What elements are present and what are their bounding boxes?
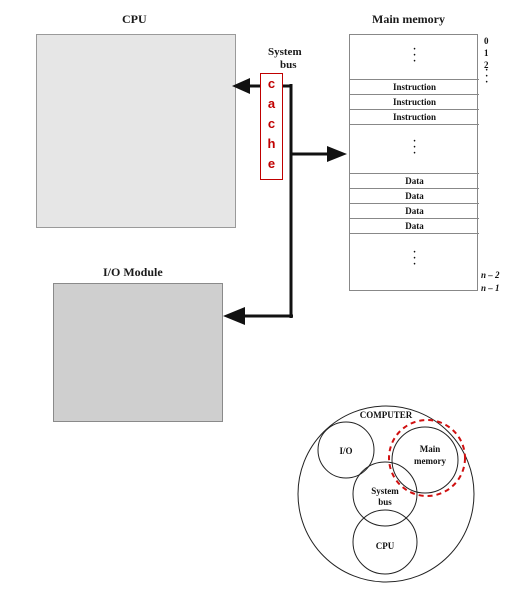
io-module-box xyxy=(53,283,223,422)
system-bus-circle xyxy=(352,461,418,527)
address-label: 1 xyxy=(484,48,489,58)
venn-main-memory-label: memory xyxy=(414,456,446,466)
memory-cell-instruction: Instruction xyxy=(350,79,479,94)
venn-io-label: I/O xyxy=(339,446,352,456)
venn-system-bus-label: System xyxy=(371,486,399,496)
cache-letter: c xyxy=(267,116,276,131)
cache-letter: h xyxy=(267,136,276,151)
address-label: n – 2 xyxy=(481,270,500,280)
cache-letter: e xyxy=(267,156,276,171)
memory-cell-data: Data xyxy=(350,218,479,234)
ellipsis-icon: ··· xyxy=(412,44,417,67)
cpu-circle xyxy=(352,509,418,575)
venn-cpu-label: CPU xyxy=(376,541,395,551)
venn-system-bus-label: bus xyxy=(378,497,392,507)
main-memory-title: Main memory xyxy=(372,12,445,26)
cache-letter: a xyxy=(267,96,276,111)
cache-letter: c xyxy=(267,76,276,91)
ellipsis-icon: ··· xyxy=(485,65,489,88)
address-label: 0 xyxy=(484,36,489,46)
ellipsis-icon: ··· xyxy=(412,136,417,159)
memory-cell-data: Data xyxy=(350,173,479,188)
venn-computer-label: COMPUTER xyxy=(360,410,413,420)
io-module-title: I/O Module xyxy=(103,265,163,279)
address-label: 2 xyxy=(484,60,489,70)
cpu-title: CPU xyxy=(122,12,147,26)
cache-box: c a c h e xyxy=(260,73,283,180)
memory-cell-data: Data xyxy=(350,203,479,218)
memory-cell-data: Data xyxy=(350,188,479,203)
venn-main-memory-label: Main xyxy=(420,444,441,454)
main-memory-column: ··· Instruction Instruction Instruction … xyxy=(349,34,479,291)
system-bus-label-line1: System xyxy=(268,46,302,58)
memory-cell-instruction: Instruction xyxy=(350,94,479,109)
address-label: n – 1 xyxy=(481,283,500,293)
memory-cell-instruction: Instruction xyxy=(350,109,479,125)
main-memory-circle xyxy=(391,426,459,494)
ellipsis-icon: ··· xyxy=(412,247,417,270)
cpu-box xyxy=(36,34,236,228)
highlight-dashed-circle xyxy=(388,419,466,497)
computer-circle xyxy=(297,405,475,583)
system-bus-label-line2: bus xyxy=(280,59,297,71)
io-circle xyxy=(317,421,375,479)
